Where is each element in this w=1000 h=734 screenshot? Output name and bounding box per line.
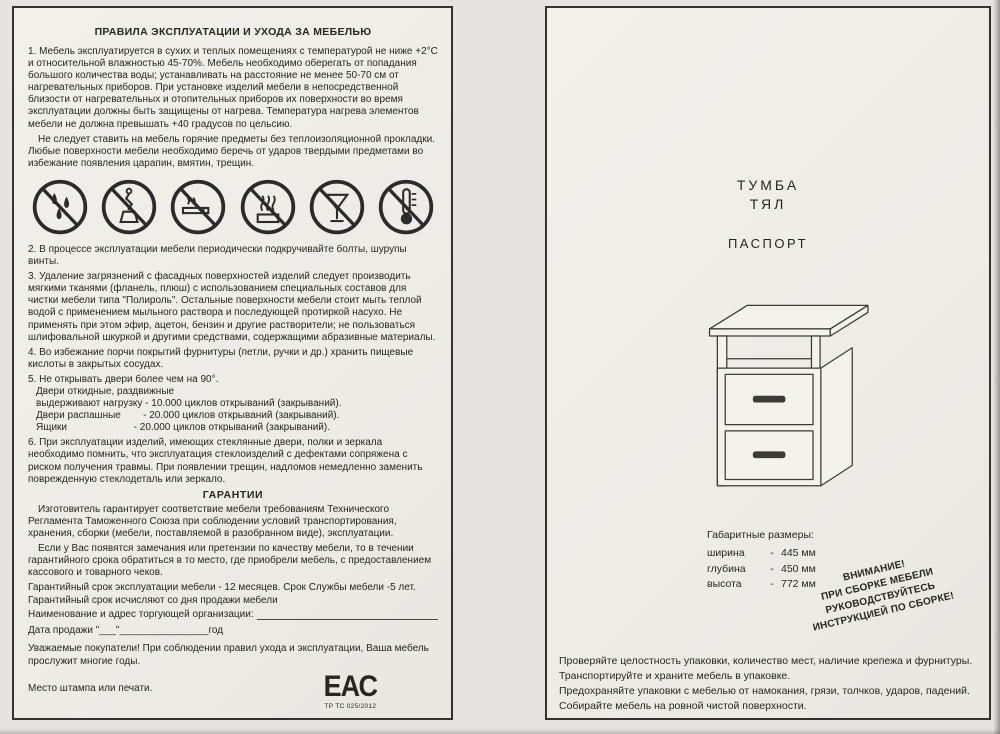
nightstand-drawing xyxy=(697,288,893,505)
sale-date-row: Дата продажи "___"________________год xyxy=(28,625,224,637)
temperature-limit-icon xyxy=(376,177,436,237)
eac-conformity-mark: ЕАС ТР ТС 025/2012 xyxy=(323,669,378,710)
rule-5-line-1: Двери откидные, раздвижные xyxy=(36,385,175,397)
rule-4: 4. Во избежание порчи покрытий фурнитуры… xyxy=(28,346,414,370)
passport-title-block: ТУМБА ТЯЛ ПАСПОРТ xyxy=(547,176,989,251)
dimension-row-height: высота-772 мм xyxy=(707,577,816,593)
dimension-value: 772 мм xyxy=(781,578,816,591)
handling-notes: Проверяйте целостность упаковки, количес… xyxy=(559,654,983,714)
scan-shadow-bottom xyxy=(0,729,1000,734)
eac-mark-letters: ЕАС xyxy=(323,669,378,703)
dimension-row-depth: глубина-450 мм xyxy=(707,562,816,578)
warranty-3: Гарантийный срок эксплуатации мебели - 1… xyxy=(28,582,416,594)
no-water-icon xyxy=(30,177,90,237)
dimension-value: 445 мм xyxy=(781,546,816,559)
no-hot-objects-icon xyxy=(238,177,298,237)
warranty-1: Изготовитель гарантирует соответствие ме… xyxy=(28,503,397,539)
product-name-line-1: ТУМБА xyxy=(736,177,800,193)
rule-6: 6. При эксплуатации изделий, имеющих сте… xyxy=(28,437,423,485)
seller-name-label: Наименование и адрес торгующей организац… xyxy=(28,609,254,621)
rule-1: 1. Мебель эксплуатируется в сухих и тепл… xyxy=(28,46,438,130)
rule-2: 2. В процессе эксплуатации мебели период… xyxy=(28,243,407,268)
page-care-rules: ПРАВИЛА ЭКСПЛУАТАЦИИ И УХОДА ЗА МЕБЕЛЬЮ … xyxy=(12,6,453,720)
no-smoking-icon xyxy=(168,177,228,237)
dimension-label: ширина xyxy=(707,546,745,559)
stamp-placeholder-note: Место штампа или печати. xyxy=(28,683,153,694)
eac-regulation-number: ТР ТС 025/2012 xyxy=(324,703,377,710)
page-passport: ТУМБА ТЯЛ ПАСПОРТ xyxy=(545,6,991,720)
dimension-label: глубина xyxy=(707,562,746,575)
rule-5-line-3: Двери распашные - 20.000 циклов открыван… xyxy=(36,410,340,422)
dimensions-heading: Габаритные размеры: xyxy=(707,529,814,541)
seller-name-blank-line xyxy=(256,609,438,621)
product-name-line-2: ТЯЛ xyxy=(749,195,787,212)
scan-shadow-right xyxy=(993,0,1000,734)
prohibition-icons-row xyxy=(30,177,436,237)
seller-name-row: Наименование и адрес торгующей организац… xyxy=(28,609,438,621)
rule-5: 5. Не открывать двери более чем на 90°. xyxy=(28,373,219,385)
handling-note-1: Проверяйте целостность упаковки, количес… xyxy=(559,655,973,667)
dimension-value: 450 мм xyxy=(781,562,816,575)
rule-5-line-4: Ящики - 20.000 циклов открываний (закрыв… xyxy=(36,422,330,434)
handling-note-3: Предохраняйте упаковки с мебелью от намо… xyxy=(559,684,970,697)
care-rules-title: ПРАВИЛА ЭКСПЛУАТАЦИИ И УХОДА ЗА МЕБЕЛЬЮ xyxy=(94,26,372,38)
rule-5-line-2: выдерживают нагрузку - 10.000 циклов отк… xyxy=(36,398,342,410)
no-hanging-loads-icon xyxy=(99,177,159,237)
dimension-label: высота xyxy=(707,578,742,591)
handling-note-4: Собирайте мебель на ровной чистой поверх… xyxy=(559,699,807,712)
no-drinks-icon xyxy=(307,177,367,237)
dimensions-block: Габаритные размеры: ширина-445 мм глубин… xyxy=(707,528,816,593)
handling-note-2: Транспортируйте и храните мебель в упако… xyxy=(559,669,791,682)
warranty-2: Если у Вас появятся замечания или претен… xyxy=(28,543,432,579)
rule-3: 3. Удаление загрязнений с фасадных повер… xyxy=(28,271,436,343)
dimension-row-width: ширина-445 мм xyxy=(707,546,816,562)
passport-subtitle: ПАСПОРТ xyxy=(727,235,809,251)
warranty-heading: ГАРАНТИИ xyxy=(202,488,264,501)
rule-1-continued: Не следует ставить на мебель горячие пре… xyxy=(28,133,435,169)
warranty-4: Гарантийный срок исчисляют со дня продаж… xyxy=(28,595,278,607)
customers-note: Уважаемые покупатели! При соблюдении пра… xyxy=(28,643,429,667)
